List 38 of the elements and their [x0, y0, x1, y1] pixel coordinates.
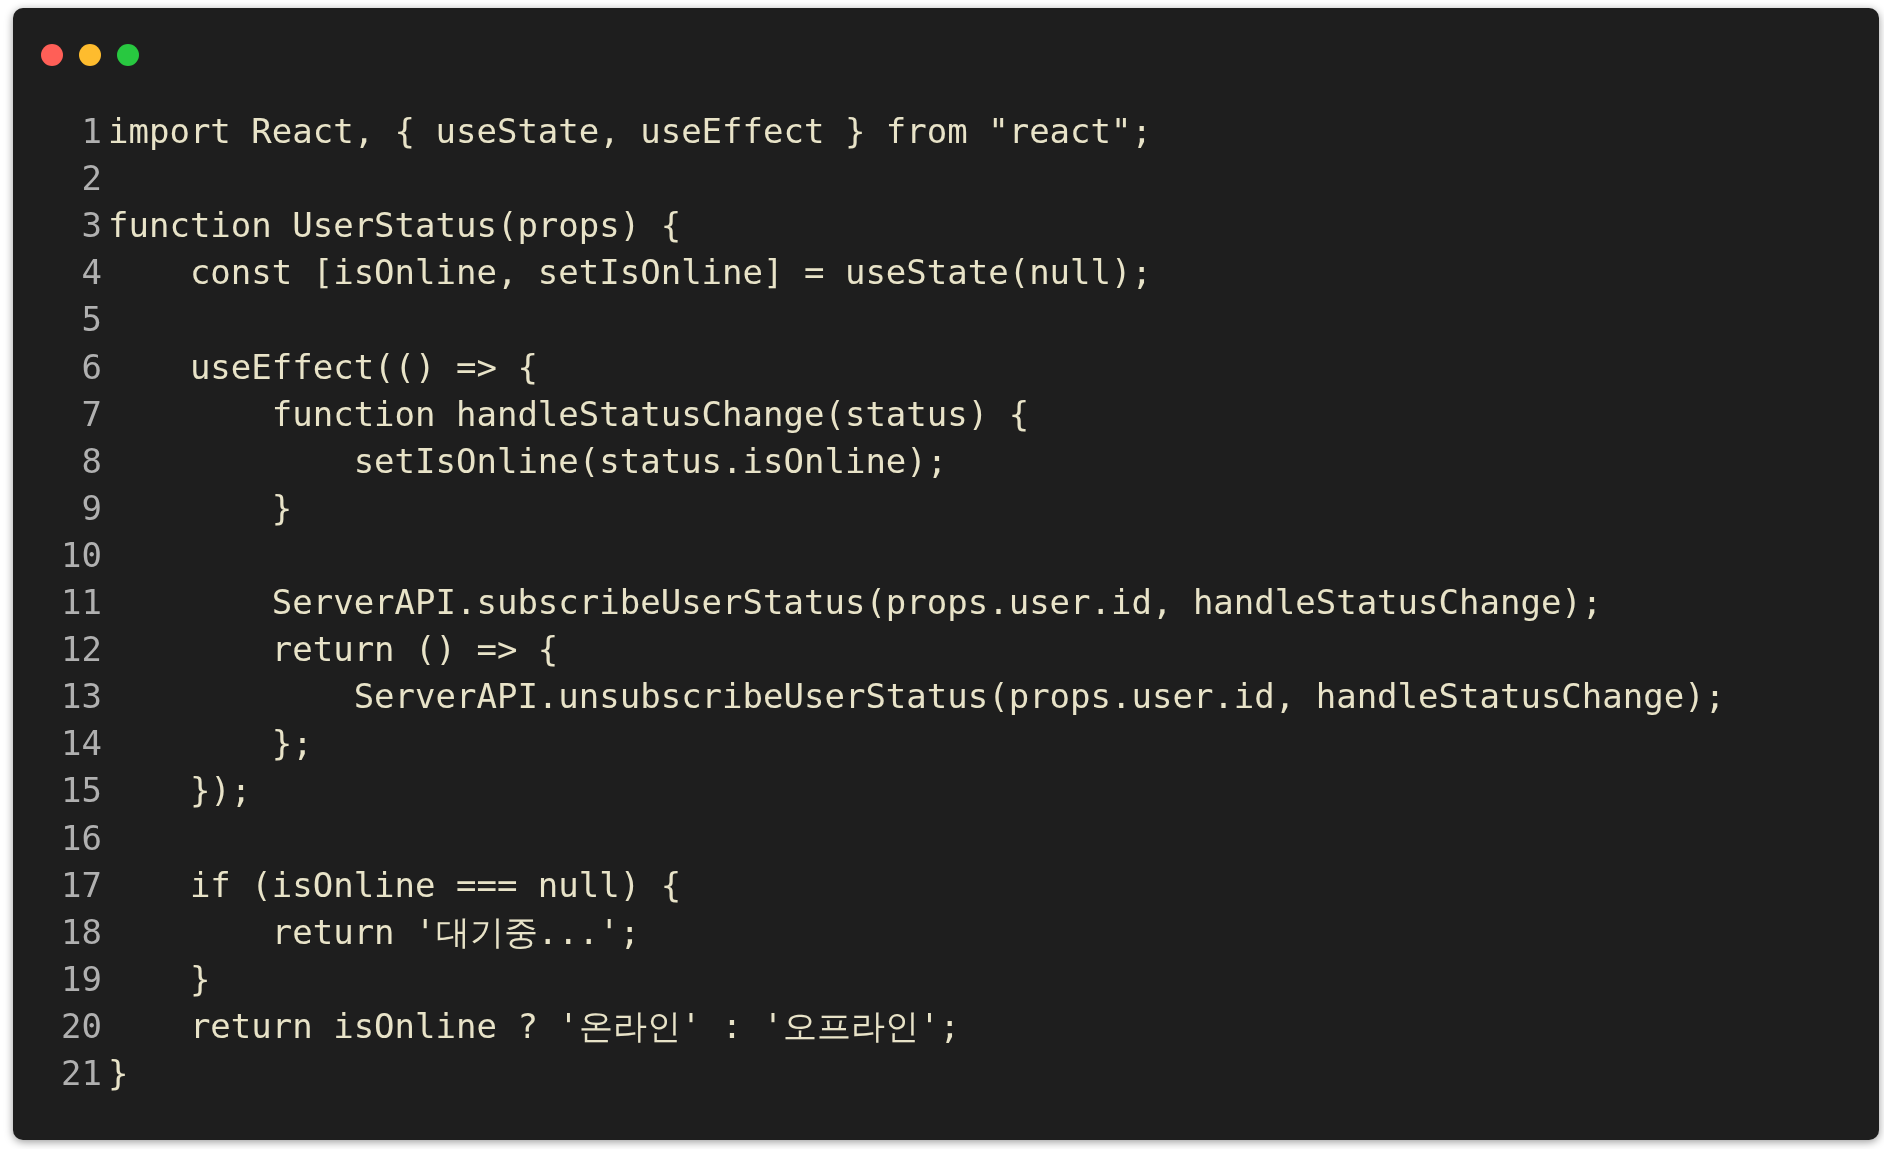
line-number: 5 — [81, 298, 102, 342]
code-line: setIsOnline(status.isOnline); — [352, 439, 948, 483]
code-line: } — [108, 1052, 129, 1095]
line-number: 12 — [61, 628, 102, 672]
line-number: 13 — [61, 675, 102, 719]
line-number: 1 — [81, 110, 102, 153]
line-number: 18 — [61, 910, 102, 954]
code-line: function handleStatusChange(status) { — [270, 392, 1030, 436]
line-number: 8 — [81, 439, 102, 483]
line-number: 14 — [61, 722, 102, 766]
line-number: 2 — [81, 157, 102, 201]
line-number: 21 — [61, 1052, 102, 1095]
line-number: 4 — [81, 251, 102, 295]
line-number: 20 — [61, 1004, 102, 1048]
line-number: 6 — [81, 345, 102, 389]
code-line: function UserStatus(props) { — [108, 204, 682, 248]
code-line: ServerAPI.subscribeUserStatus(props.user.id, handleStatusChange); — [270, 581, 1603, 624]
code-line: return isOnline ? '온라인' : '오프라인'; — [188, 1004, 961, 1048]
code-line: if (isOnline === null) { — [188, 863, 682, 907]
code-line: } — [270, 486, 293, 530]
code-line: const [isOnline, setIsOnline] = useState(null); — [188, 251, 1152, 295]
code-line: return () => { — [270, 628, 559, 672]
line-number: 15 — [61, 769, 102, 813]
line-number: 17 — [61, 863, 102, 907]
code-line: }; — [270, 722, 313, 766]
code-line: return '대기중...'; — [270, 910, 640, 954]
line-number: 16 — [61, 816, 102, 860]
line-number: 11 — [61, 581, 102, 624]
code-line: }); — [188, 769, 252, 813]
line-number: 9 — [81, 486, 102, 530]
code-line: ServerAPI.unsubscribeUserStatus(props.user.id, handleStatusChange); — [352, 675, 1726, 719]
line-number: 19 — [61, 957, 102, 1001]
line-number: 10 — [61, 533, 102, 577]
code-line: import React, { useState, useEffect } from "react"; — [108, 110, 1152, 153]
code-line: } — [188, 957, 211, 1001]
line-number: 3 — [81, 204, 102, 248]
code-line: useEffect(() => { — [188, 345, 538, 389]
line-number: 7 — [81, 392, 102, 436]
